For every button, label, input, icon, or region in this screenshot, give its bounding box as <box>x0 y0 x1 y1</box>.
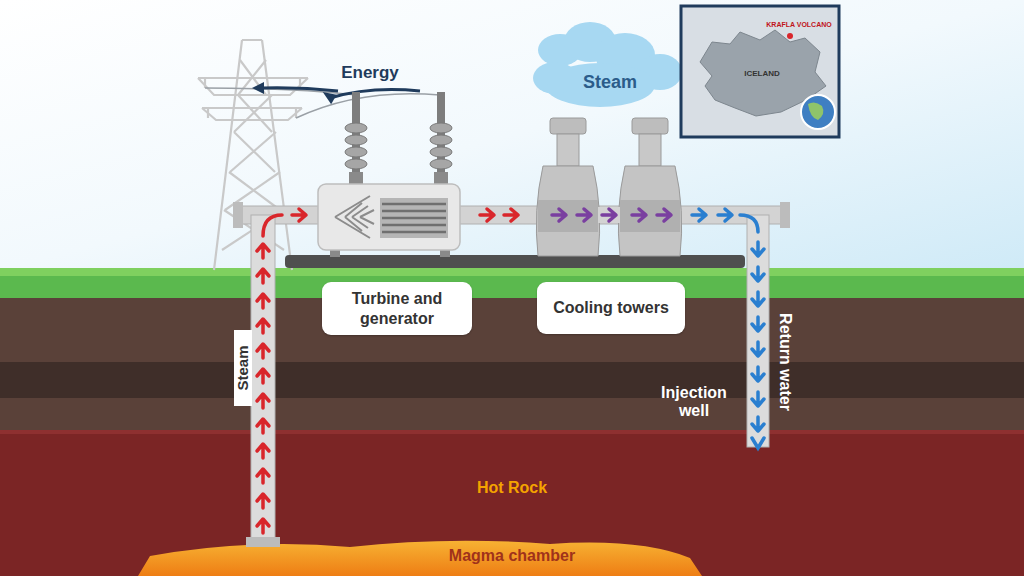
map-volcano-label: KRAFLA VOLCANO <box>766 21 831 29</box>
label-box: Cooling towers <box>537 282 685 334</box>
steam-cloud <box>533 22 682 107</box>
hot-rock-label: Hot Rock <box>477 479 547 497</box>
magma-chamber-shape <box>138 541 702 576</box>
flow-arrows <box>257 209 764 533</box>
sky <box>0 0 1024 270</box>
steam-cloud-label: Steam <box>583 72 637 93</box>
injection-well-label: Injection well <box>646 384 742 421</box>
cooling-towers <box>536 118 681 256</box>
map-inset <box>681 6 839 137</box>
platform <box>285 255 745 268</box>
steam-pipe-label: Steam <box>234 345 251 390</box>
energy-label: Energy <box>341 63 399 83</box>
box-label: Turbine and generator <box>332 289 462 327</box>
ground-layers <box>0 268 1024 576</box>
power-wires <box>205 82 440 118</box>
turbine-generator <box>318 184 460 257</box>
map-country-label: ICELAND <box>744 69 780 78</box>
label-box: Turbine and generator <box>322 282 472 335</box>
magma-chamber-label: Magma chamber <box>449 547 575 565</box>
pipes <box>233 202 790 547</box>
return-water-label: Return water <box>776 313 794 411</box>
box-label: Cooling towers <box>553 298 669 317</box>
insulators <box>345 92 452 187</box>
